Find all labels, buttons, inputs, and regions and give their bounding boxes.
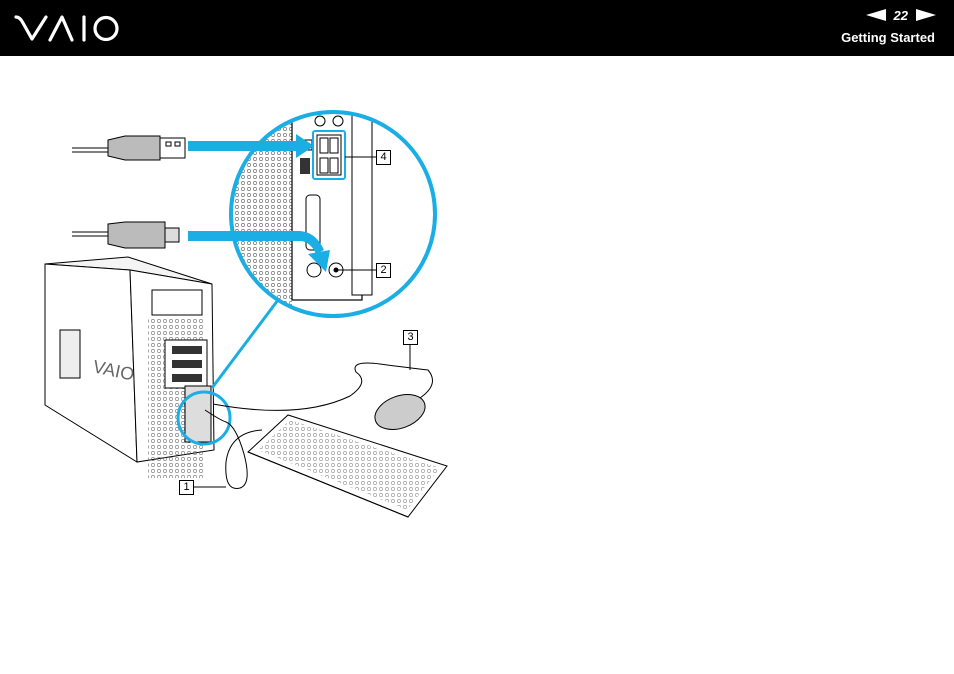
section-title: Getting Started [841, 30, 935, 45]
next-page-icon[interactable] [916, 9, 936, 21]
callout-3: 3 [403, 330, 418, 345]
mouse [213, 363, 433, 436]
keyboard [248, 415, 447, 517]
callout-1: 1 [179, 480, 194, 495]
vaio-logo [14, 13, 122, 43]
connection-illustration: VAIO [0, 56, 470, 536]
desktop-tower: VAIO [45, 257, 214, 478]
page-header: 22 Getting Started [0, 0, 954, 56]
page-navigation: 22 [866, 7, 936, 23]
previous-page-icon[interactable] [866, 9, 886, 21]
page-number: 22 [894, 8, 908, 23]
callout-2: 2 [376, 263, 391, 278]
usb-cable [72, 136, 185, 160]
ps2-cable [72, 222, 179, 248]
callout-4: 4 [376, 150, 391, 165]
zoom-line [212, 300, 278, 388]
